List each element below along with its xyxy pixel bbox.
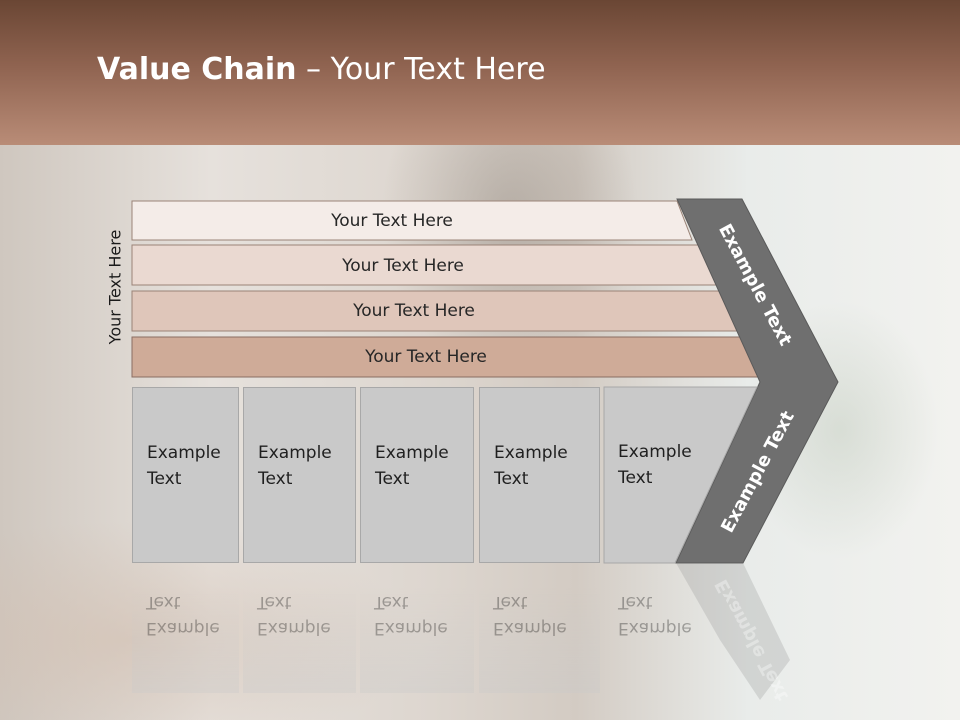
box-text-line2: Text	[258, 469, 293, 489]
chevron-reflection	[676, 563, 790, 700]
box-text-line1: Example	[258, 443, 332, 463]
box-text-line2: Text	[494, 469, 529, 489]
box-text-line2: Text	[147, 469, 182, 489]
header-band	[0, 0, 960, 145]
example-box-4[interactable]: Example Text	[479, 387, 600, 563]
example-box-2[interactable]: Example Text	[243, 387, 356, 563]
slide-title[interactable]: Value Chain – Your Text Here	[97, 52, 546, 87]
box-shape-5	[603, 386, 758, 564]
bar-shape-1	[131, 200, 693, 241]
title-bold: Value Chain	[97, 52, 297, 87]
bar-4[interactable]: Your Text Here	[365, 347, 487, 367]
chevron-arrow	[675, 198, 839, 564]
box-text-line1: Example	[375, 443, 449, 463]
box-text-line2: Text	[618, 468, 653, 488]
bar-2[interactable]: Your Text Here	[342, 256, 464, 276]
bar-1[interactable]: Your Text Here	[331, 211, 453, 231]
example-box-5[interactable]: Example Text	[604, 387, 694, 563]
box-text-line1: Example	[494, 443, 568, 463]
example-box-3[interactable]: Example Text	[360, 387, 474, 563]
example-box-1[interactable]: Example Text	[132, 387, 239, 563]
box-text-line2: Text	[375, 469, 410, 489]
title-rest: – Your Text Here	[296, 52, 546, 87]
box-text-line1: Example	[147, 443, 221, 463]
bar-3[interactable]: Your Text Here	[353, 301, 475, 321]
box-text-line1: Example	[618, 442, 692, 462]
